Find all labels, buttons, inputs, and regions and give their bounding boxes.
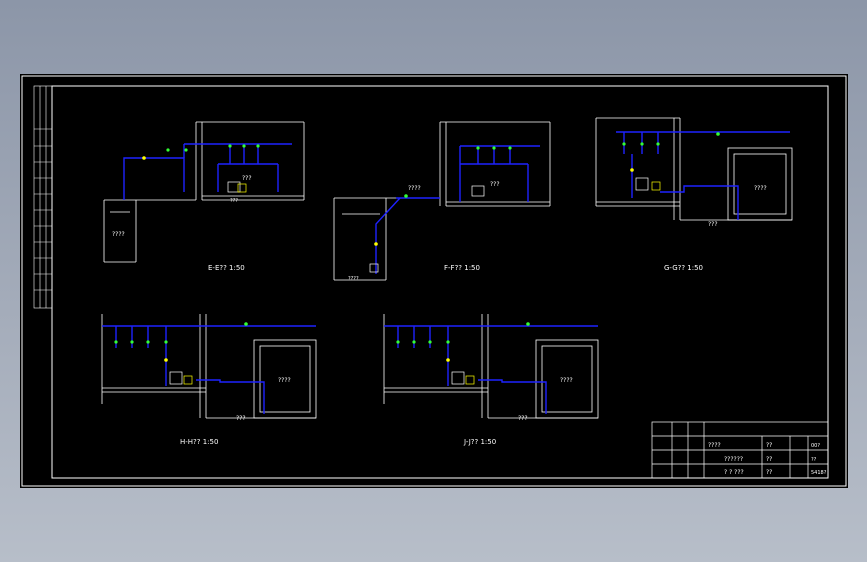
section-e-floor-label: ??? (230, 198, 238, 204)
section-e: ??? ??? ???? E-E?? 1:50 (103, 121, 305, 272)
section-f-fittings (369, 146, 512, 273)
drawing-sheet: ??? ??? ???? E-E?? 1:50 (20, 74, 848, 488)
section-g-pipes (616, 131, 790, 220)
title-block: ???? ?? 00? ?????? ?? ?? ? ? ??? ?? 5418… (651, 421, 829, 479)
title-block-name-2: ?????? (724, 456, 743, 463)
section-e-pipes (123, 143, 292, 200)
section-g-tank-label: ???? (754, 185, 767, 192)
section-e-tank-label: ??? (242, 175, 252, 182)
section-e-fittings (142, 144, 260, 193)
title-block-value-3: 5418? (811, 470, 827, 476)
section-g-caption: G-G?? 1:50 (664, 264, 703, 272)
title-block-code-2: ?? (766, 456, 772, 463)
section-h-room-label: ??? (236, 415, 246, 422)
section-f-caption: F-F?? 1:50 (444, 264, 480, 272)
title-block-name-3: ? ? ??? (724, 469, 744, 476)
section-h-fittings (114, 322, 248, 385)
section-j: ???? ??? J-J?? 1:50 (383, 314, 599, 446)
section-j-fittings (396, 322, 530, 385)
section-g-room-label: ??? (708, 221, 718, 228)
section-f: ??? ???? ???? F-F?? 1:50 (333, 121, 551, 282)
cad-drawing: ??? ??? ???? E-E?? 1:50 (21, 75, 847, 487)
section-e-caption: E-E?? 1:50 (208, 264, 245, 272)
title-block-code-3: ?? (766, 469, 772, 476)
section-f-room-label: ???? (348, 276, 359, 282)
section-f-pipes (375, 145, 540, 274)
section-h: ???? ??? H-H?? 1:50 (101, 314, 317, 446)
section-h-structure (101, 314, 317, 419)
title-block-code-1: ?? (766, 442, 772, 449)
section-h-caption: H-H?? 1:50 (180, 438, 218, 446)
section-j-caption: J-J?? 1:50 (463, 438, 496, 446)
section-g-structure (595, 117, 793, 221)
section-e-structure (103, 121, 305, 263)
section-g: ???? ??? G-G?? 1:50 (595, 117, 793, 272)
title-block-value-1: 00? (811, 443, 820, 449)
section-e-room-label: ???? (112, 231, 125, 238)
section-j-tank-label: ???? (560, 377, 573, 384)
section-h-tank-label: ???? (278, 377, 291, 384)
revision-strip (33, 85, 53, 309)
section-j-room-label: ??? (518, 415, 528, 422)
title-block-name-1: ???? (708, 442, 721, 449)
section-g-fittings (622, 132, 720, 191)
section-j-structure (383, 314, 599, 419)
section-j-pipes (384, 325, 598, 414)
title-block-value-2: ?? (811, 457, 817, 463)
outer-border (21, 75, 847, 487)
section-f-tank-label: ??? (490, 181, 500, 188)
section-f-pipe-label: ???? (408, 185, 421, 192)
section-h-pipes (102, 325, 316, 414)
